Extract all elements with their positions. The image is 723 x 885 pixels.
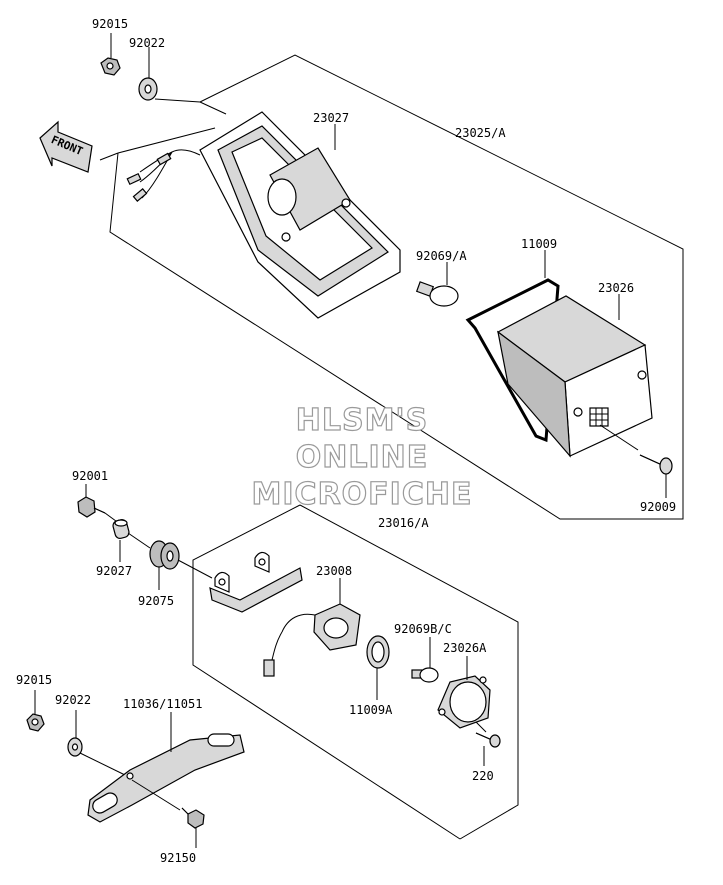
- gasket-ring-11009a: [366, 635, 390, 700]
- label-92150: 92150: [160, 851, 196, 865]
- label-23027: 23027: [313, 111, 349, 125]
- bulb-92069a: [415, 262, 459, 307]
- nut-92015-top: [100, 33, 121, 76]
- label-23025a: 23025/A: [455, 126, 506, 140]
- label-23026: 23026: [598, 281, 634, 295]
- label-11036-11051: 11036/11051: [123, 697, 202, 711]
- label-92001: 92001: [72, 469, 108, 483]
- label-92075: 92075: [138, 594, 174, 608]
- part-labels: 92015 92022 23027 23025/A 92069/A 11009 …: [16, 17, 676, 865]
- label-92027: 92027: [96, 564, 132, 578]
- front-arrow: FRONT: [39, 120, 93, 173]
- label-11009a: 11009A: [349, 703, 393, 717]
- label-92069bc: 92069B/C: [394, 622, 452, 636]
- grommet-92075: [149, 540, 213, 590]
- socket-23008: [263, 578, 361, 677]
- label-23008: 23008: [316, 564, 352, 578]
- label-92069a: 92069/A: [416, 249, 467, 263]
- lens-23026a: [437, 656, 491, 733]
- upper-assembly-outline: [99, 54, 684, 520]
- reflector-grid: [589, 407, 609, 427]
- label-23016a: 23016/A: [378, 516, 429, 530]
- bulb-92069bc: [411, 637, 439, 683]
- washer-92022-top: [138, 47, 201, 103]
- license-bracket-11036: [87, 712, 245, 823]
- light-bracket: [209, 551, 303, 613]
- watermark-line-1: HLSM'S: [296, 403, 428, 438]
- label-23026a: 23026A: [443, 641, 487, 655]
- label-92022-bottom: 92022: [55, 693, 91, 707]
- gasket-11009: [465, 250, 560, 443]
- label-92022-top: 92022: [129, 36, 165, 50]
- taillight-housing-23027: [199, 111, 401, 319]
- screw-92009: [639, 454, 673, 498]
- screw-220: [475, 732, 501, 766]
- watermark: HLSM'S ONLINE MICROFICHE: [251, 402, 473, 512]
- label-92015-top: 92015: [92, 17, 128, 31]
- label-11009: 11009: [521, 237, 557, 251]
- nut-92015-bottom: [26, 690, 45, 732]
- lens-23026: [496, 294, 653, 458]
- washer-92022-bottom: [67, 710, 126, 776]
- watermark-line-3: MICROFICHE: [252, 477, 473, 512]
- label-92009: 92009: [640, 500, 676, 514]
- lower-assembly-outline: [192, 504, 519, 840]
- bolt-92150: [181, 807, 205, 848]
- label-92015-bottom: 92015: [16, 673, 52, 687]
- wire-harness: [126, 149, 201, 203]
- watermark-line-2: ONLINE: [296, 440, 429, 475]
- label-220: 220: [472, 769, 494, 783]
- collar-92027: [112, 519, 151, 562]
- bolt-92001: [77, 484, 121, 525]
